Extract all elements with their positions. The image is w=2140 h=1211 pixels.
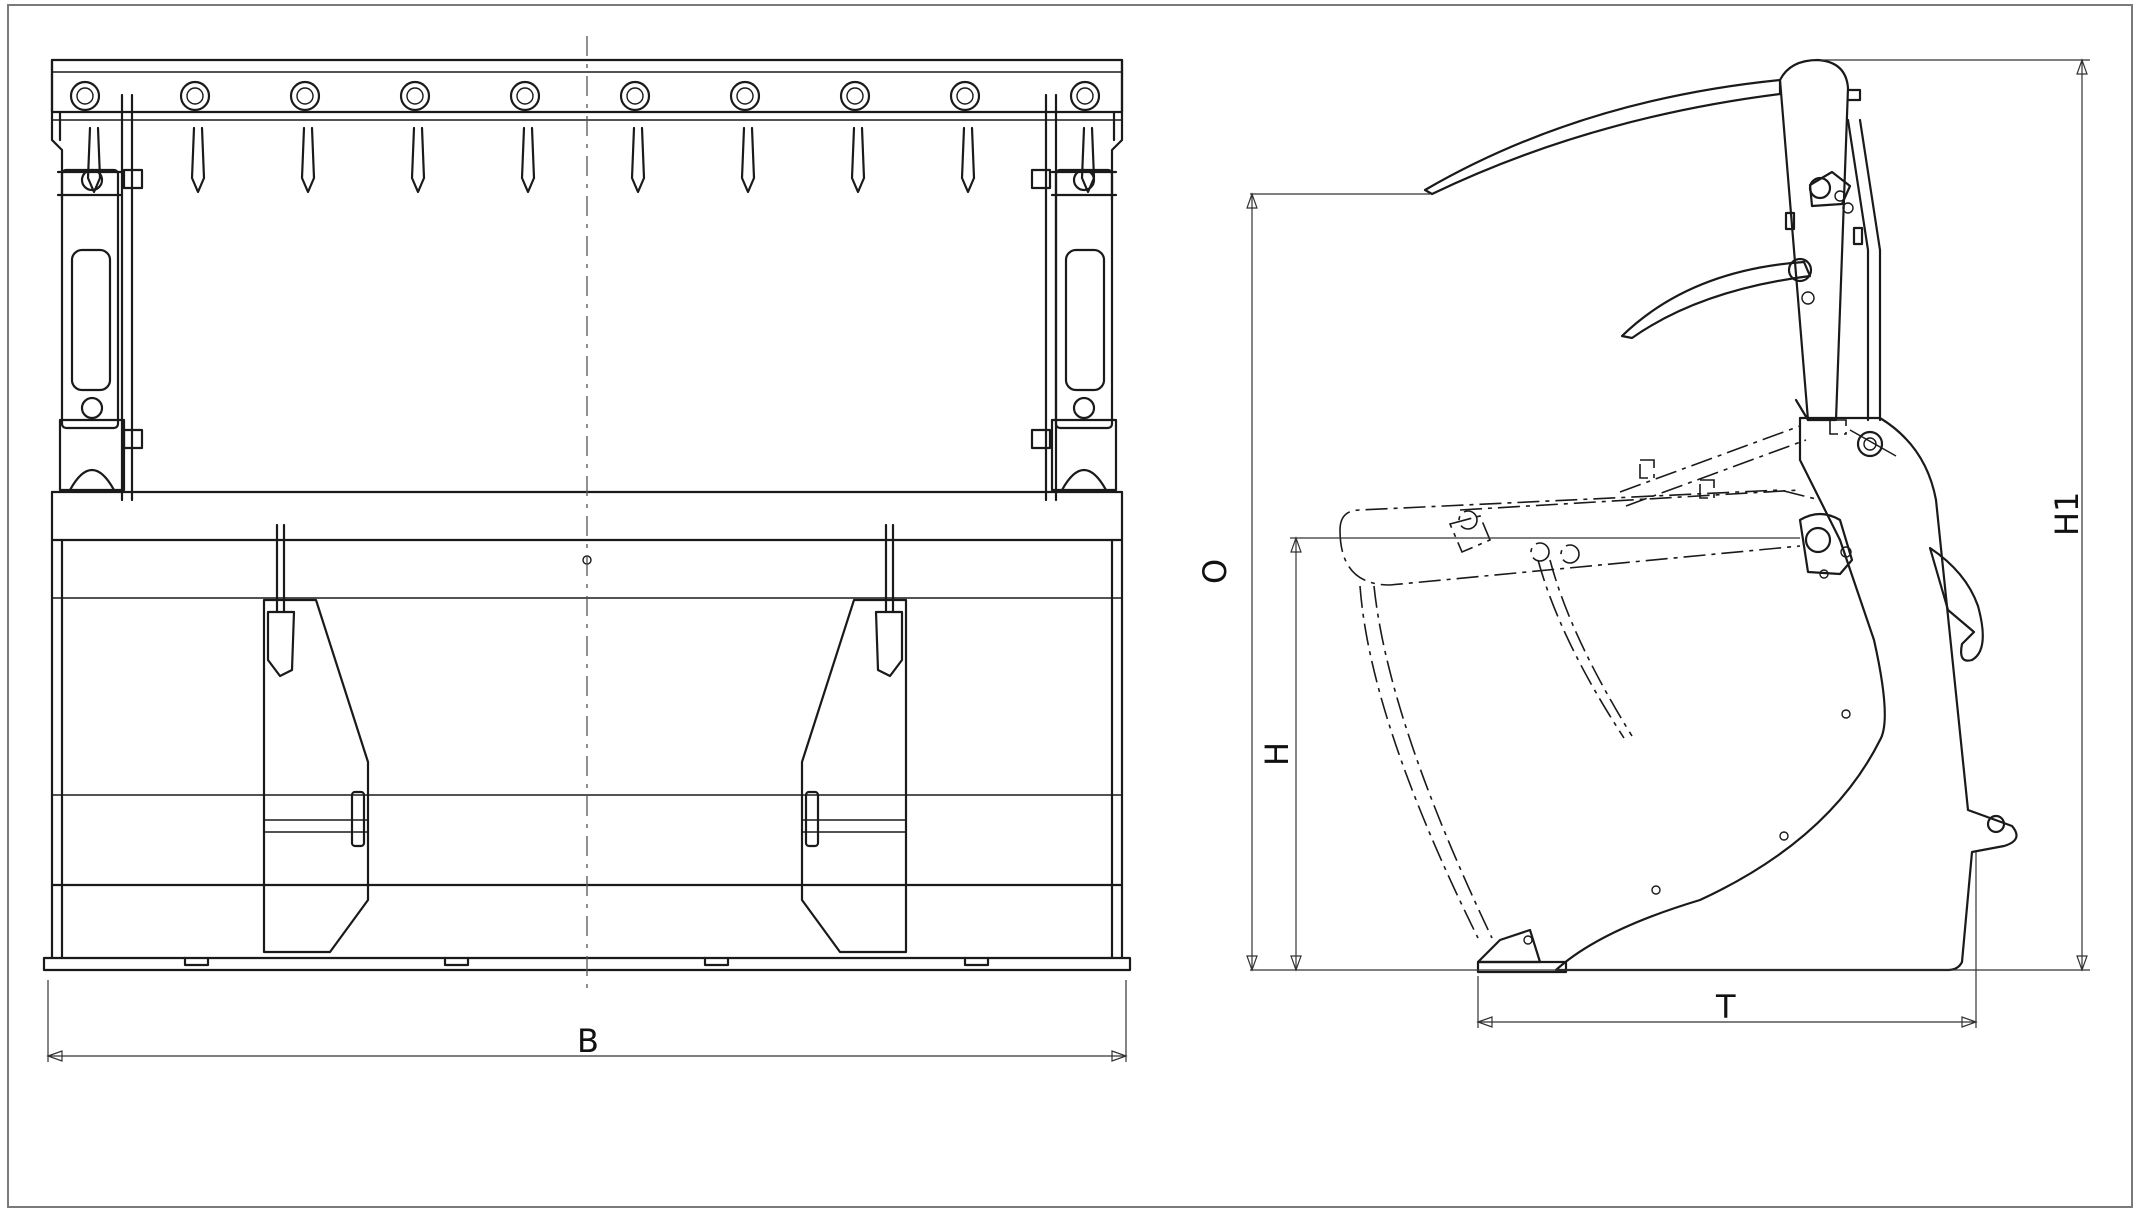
right-mount-plate xyxy=(800,523,908,954)
left-mount-plate xyxy=(262,523,370,954)
side-view: O H H1 T xyxy=(1196,58,2090,1028)
grab-arm xyxy=(1778,58,1882,422)
open-position-outline xyxy=(1339,419,1847,939)
tines xyxy=(86,126,1096,194)
dimension-label-o: O xyxy=(1196,559,1234,584)
left-cylinder xyxy=(56,168,144,492)
dimension-h1: H1 xyxy=(1820,58,2090,972)
dimension-b: B xyxy=(46,980,1128,1062)
dimension-label-t: T xyxy=(1715,988,1736,1026)
dimension-label-b: B xyxy=(577,1022,599,1060)
front-view: B xyxy=(42,36,1132,1062)
drawing-frame xyxy=(7,4,2133,1208)
dimension-h: H xyxy=(1258,536,1800,972)
dimension-t: T xyxy=(1476,852,1978,1028)
middle-grab-tine xyxy=(1620,260,1812,340)
dimension-o: O xyxy=(1196,192,1430,972)
bucket-side xyxy=(1476,416,2018,974)
tine-bolts xyxy=(69,80,1101,112)
right-cylinder xyxy=(1030,168,1118,492)
upper-grab-tine xyxy=(1423,78,1782,196)
dimension-label-h: H xyxy=(1258,742,1296,766)
dimension-label-h1: H1 xyxy=(2048,492,2086,536)
